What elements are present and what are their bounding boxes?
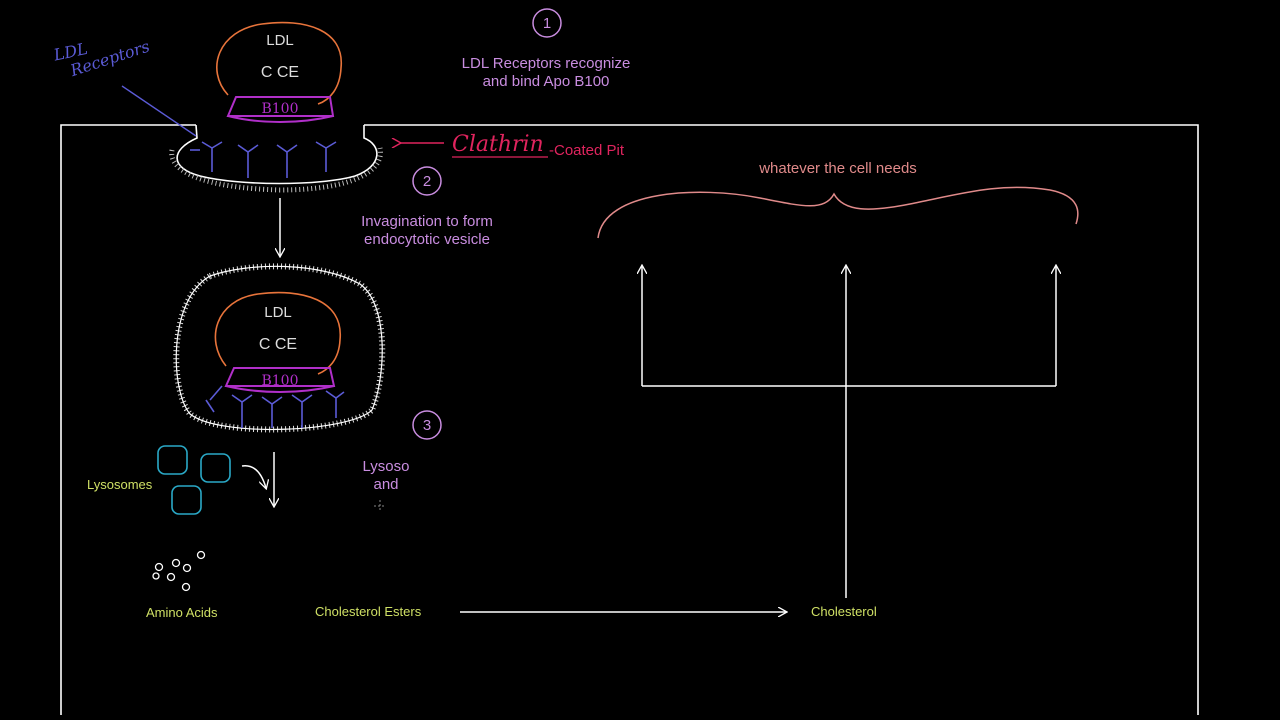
step3-text: Lysoso and (350, 458, 422, 494)
lysosome-shapes (157, 445, 231, 515)
step1-number: 1 (542, 15, 552, 32)
step3-line1: Lysoso (362, 458, 410, 475)
cell-needs-label: whatever the cell needs (759, 160, 917, 177)
coated-pit-label: -Coated Pit (549, 142, 625, 159)
cholesterol-label: Cholesterol (811, 604, 877, 619)
cholesterol-esters-label: Cholesterol Esters (315, 604, 422, 619)
ldl-label-vesicle: LDL (264, 304, 292, 321)
ldl-contents-top: C CE (260, 64, 300, 81)
amino-acids-label: Amino Acids (146, 605, 218, 620)
step3-circle (412, 410, 442, 440)
coated-pit (169, 124, 383, 193)
clathrin-coat (169, 147, 383, 193)
endocytotic-vesicle (173, 263, 386, 433)
ldl-particle-top (216, 21, 342, 123)
step1-circle (532, 8, 562, 38)
apo-b100-label-top: B100 (261, 101, 299, 117)
ldl-label-top: LDL (266, 32, 294, 49)
step1-line2: and bind Apo B100 (482, 73, 610, 90)
lysosomes-label: Lysosomes (87, 477, 153, 492)
step3-line2: and (373, 476, 399, 493)
cholesterol-distribution (642, 266, 1056, 598)
receptor-pointer-line (121, 85, 197, 137)
step2-line1: Invagination to form (361, 213, 493, 230)
lysosome-curve-arrow (241, 465, 266, 488)
step2-circle (412, 166, 442, 196)
apo-b100-vesicle (224, 367, 336, 393)
step1-text: LDL Receptors recognize and bind Apo B10… (430, 55, 662, 91)
step2-line2: endocytotic vesicle (364, 231, 490, 248)
clathrin-label: Clathrin (452, 132, 544, 157)
pen-cursor-icon (374, 500, 386, 512)
ldl-particle-vesicle (214, 291, 341, 393)
amino-acid-dots (152, 550, 206, 592)
cell-membrane (60, 124, 1199, 715)
step1-line1: LDL Receptors recognize (461, 55, 631, 72)
apo-b100-label-vesicle: B100 (261, 373, 299, 389)
step2-number: 2 (422, 173, 432, 190)
ldl-contents-vesicle: C CE (258, 336, 298, 353)
ldl-receptors-vesicle (205, 385, 345, 428)
cell-needs-brace (597, 186, 1079, 239)
ldl-receptors-pit (190, 141, 337, 178)
apo-b100-top (226, 96, 335, 123)
step2-text: Invagination to form endocytotic vesicle (330, 213, 524, 249)
step3-number: 3 (422, 417, 432, 434)
